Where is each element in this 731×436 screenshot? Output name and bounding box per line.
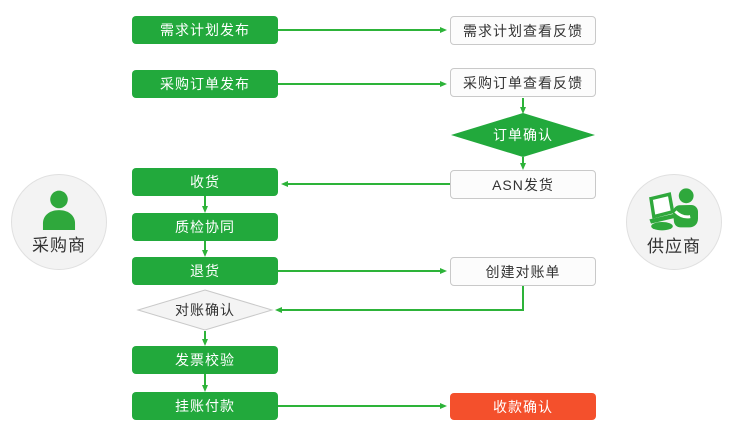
buyer-label: 采购商 — [32, 236, 86, 255]
node-create-statement: 创建对账单 — [450, 257, 596, 286]
connector-statement-to-confirm — [275, 284, 524, 313]
node-demand-plan-feedback: 需求计划查看反馈 — [450, 16, 596, 45]
statement-confirm-label: 对账确认 — [175, 302, 235, 318]
person-icon — [42, 190, 76, 230]
node-return-goods: 退货 — [132, 257, 278, 285]
buyer-actor: 采购商 — [11, 174, 107, 270]
node-booked-payment: 挂账付款 — [132, 392, 278, 420]
node-asn-shipment: ASN发货 — [450, 170, 596, 199]
node-receive-goods: 收货 — [132, 168, 278, 196]
node-purchase-order-publish: 采购订单发布 — [132, 70, 278, 98]
supplier-label: 供应商 — [647, 237, 701, 256]
node-demand-plan-publish: 需求计划发布 — [132, 16, 278, 44]
node-quality-collaboration: 质检协同 — [132, 213, 278, 241]
node-purchase-order-feedback: 采购订单查看反馈 — [450, 68, 596, 97]
order-confirm-label: 订单确认 — [493, 127, 553, 143]
node-invoice-verification: 发票校验 — [132, 346, 278, 374]
supplier-actor: 供应商 — [626, 174, 722, 270]
node-receipt-confirmation: 收款确认 — [450, 393, 596, 420]
person-laptop-icon — [649, 188, 698, 231]
